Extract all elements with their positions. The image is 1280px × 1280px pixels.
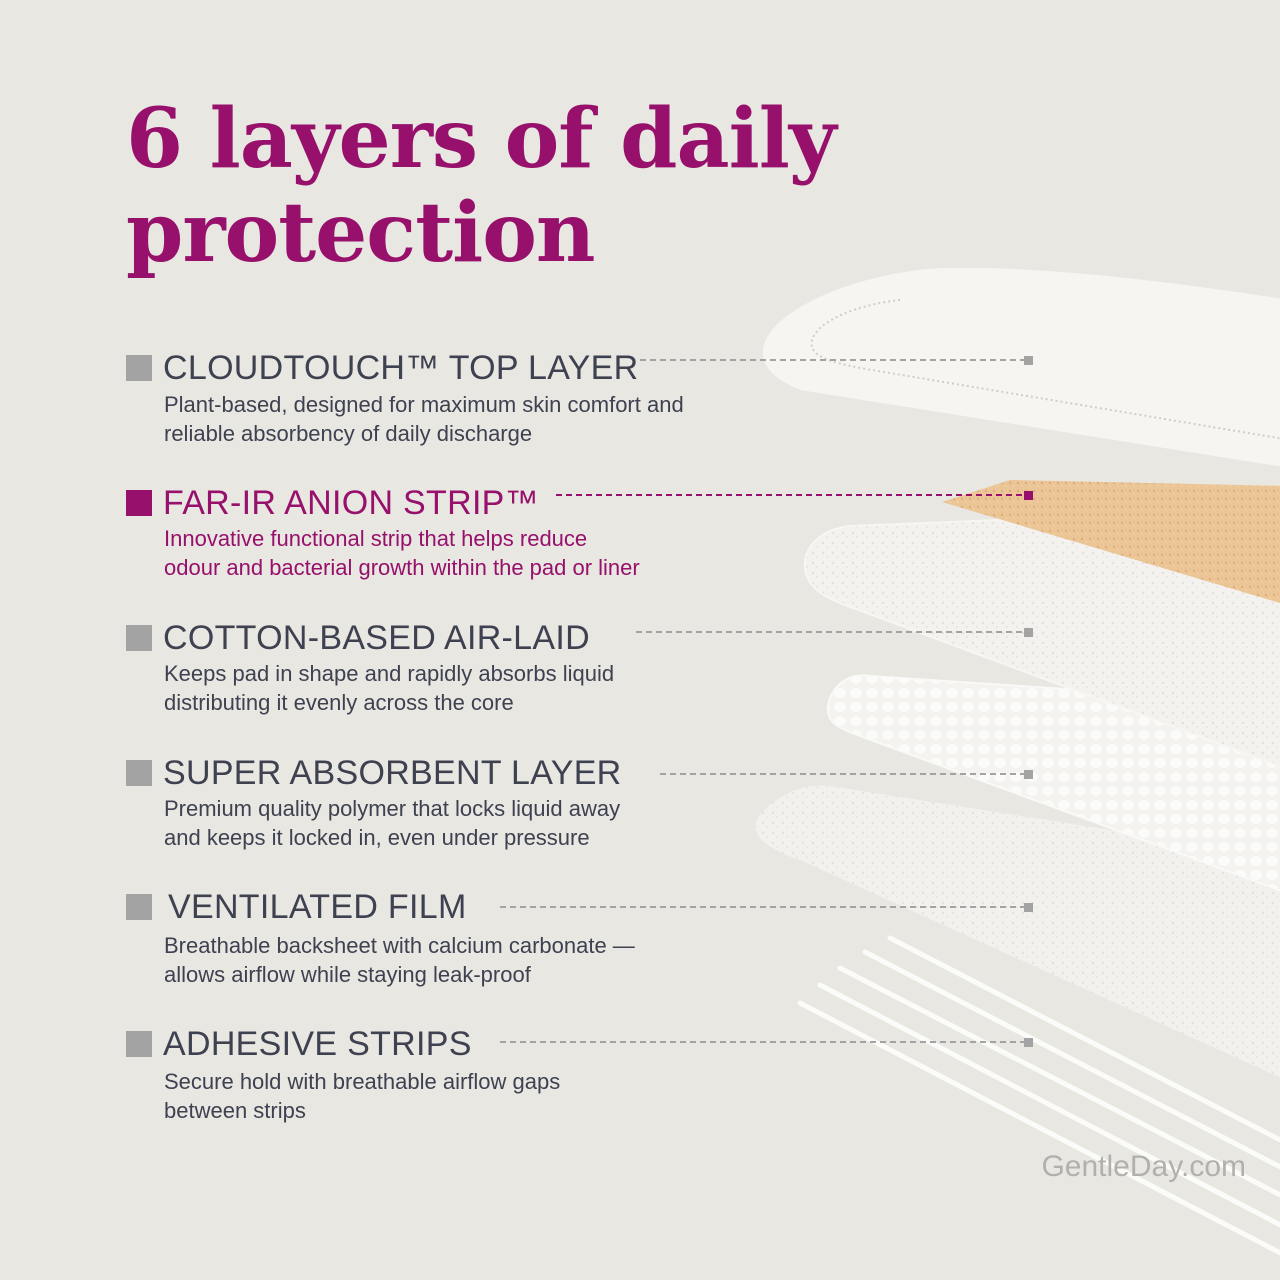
desc-line: allows airflow while staying leak-proof <box>164 962 531 987</box>
layer-desc-anion-strip: Innovative functional strip that helps r… <box>164 524 784 582</box>
layer-marker-icon <box>126 490 152 516</box>
leader-dot-4 <box>1024 770 1033 779</box>
layer-desc-adhesive-strips: Secure hold with breathable airflow gaps… <box>164 1067 784 1125</box>
leader-dot-2 <box>1024 491 1033 500</box>
layer-name-anion-strip: FAR-IR ANION STRIP™ <box>163 484 539 522</box>
top-layer-stitch <box>810 299 1280 440</box>
leader-dot-1 <box>1024 356 1033 365</box>
layer-desc-cloudtouch: Plant-based, designed for maximum skin c… <box>164 390 784 448</box>
desc-line: odour and bacterial growth within the pa… <box>164 555 640 580</box>
anion-strip-graphic <box>942 480 1280 604</box>
desc-line: between strips <box>164 1098 306 1123</box>
desc-line: Plant-based, designed for maximum skin c… <box>164 392 684 417</box>
layer-name-air-laid: COTTON-BASED AIR-LAID <box>163 619 590 657</box>
layer-cloudtouch-header: CLOUDTOUCH™ TOP LAYER <box>126 348 639 388</box>
layer-desc-ventilated-film: Breathable backsheet with calcium carbon… <box>164 931 784 989</box>
layer-ventilated-film-header: VENTILATED FILM <box>126 887 467 927</box>
desc-line: reliable absorbency of daily discharge <box>164 421 533 446</box>
layer-marker-icon <box>126 894 152 920</box>
page-title: 6 layers of daily protection <box>126 92 1026 280</box>
leader-dot-3 <box>1024 628 1033 637</box>
top-layer-graphic <box>762 267 1280 467</box>
layer-desc-air-laid: Keeps pad in shape and rapidly absorbs l… <box>164 659 784 717</box>
layer-marker-icon <box>126 355 152 381</box>
layer-super-absorbent-header: SUPER ABSORBENT LAYER <box>126 753 622 793</box>
layer-name-adhesive-strips: ADHESIVE STRIPS <box>163 1025 472 1063</box>
title-line-1: 6 layers of daily <box>126 91 837 187</box>
layer-marker-icon <box>126 625 152 651</box>
layer-marker-icon <box>126 760 152 786</box>
air-laid-graphic <box>803 518 1280 768</box>
desc-line: Breathable backsheet with calcium carbon… <box>164 933 635 958</box>
desc-line: Innovative functional strip that helps r… <box>164 526 588 551</box>
desc-line: distributing it evenly across the core <box>164 690 514 715</box>
layer-name-ventilated-film: VENTILATED FILM <box>168 888 467 926</box>
leader-dot-5 <box>1024 903 1033 912</box>
layer-marker-icon <box>126 1031 152 1057</box>
layer-air-laid-header: COTTON-BASED AIR-LAID <box>126 618 590 658</box>
desc-line: Premium quality polymer that locks liqui… <box>164 796 621 821</box>
desc-line: Keeps pad in shape and rapidly absorbs l… <box>164 661 615 686</box>
layer-anion-strip-header: FAR-IR ANION STRIP™ <box>126 483 539 523</box>
brand-website: GentleDay.com <box>1041 1150 1246 1183</box>
layer-name-super-absorbent: SUPER ABSORBENT LAYER <box>163 754 622 792</box>
leader-dot-6 <box>1024 1038 1033 1047</box>
desc-line: Secure hold with breathable airflow gaps <box>164 1069 561 1094</box>
layer-name-cloudtouch: CLOUDTOUCH™ TOP LAYER <box>163 349 639 387</box>
title-line-2: protection <box>126 185 596 281</box>
super-absorbent-graphic <box>826 674 1280 892</box>
layer-adhesive-strips-header: ADHESIVE STRIPS <box>126 1024 472 1064</box>
adhesive-strips-graphic <box>797 935 1280 1256</box>
layer-desc-super-absorbent: Premium quality polymer that locks liqui… <box>164 794 784 852</box>
desc-line: and keeps it locked in, even under press… <box>164 825 590 850</box>
ventilated-film-graphic <box>755 785 1280 1078</box>
